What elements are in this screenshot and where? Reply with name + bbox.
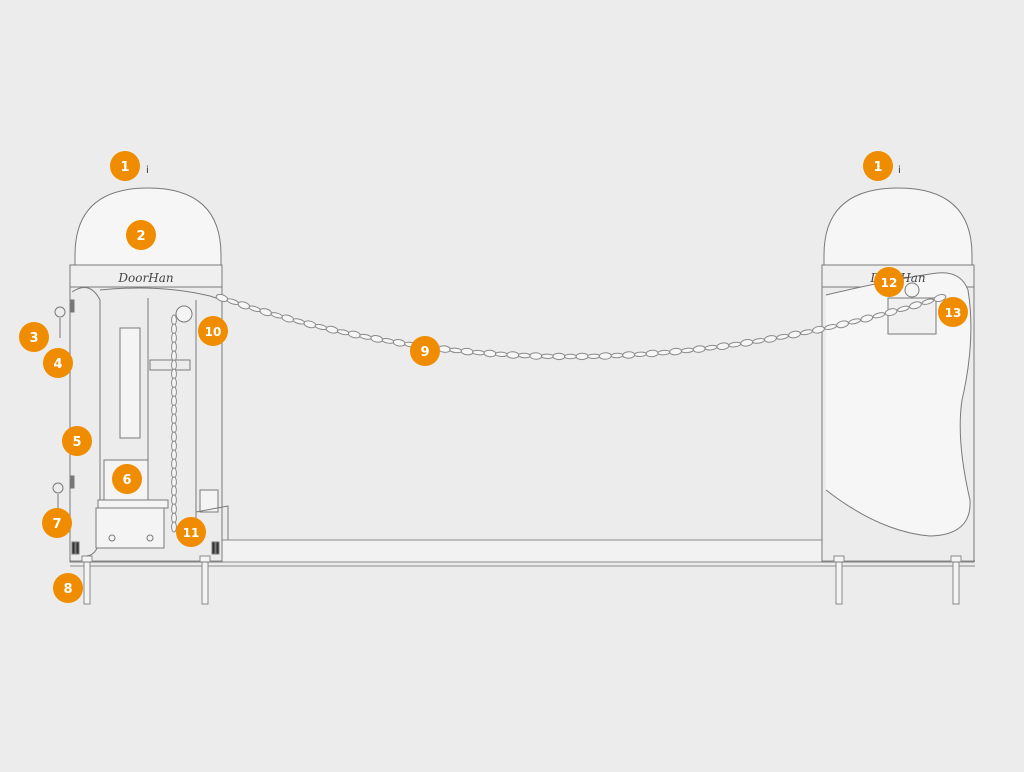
chain-link [860, 314, 874, 323]
chain-link [270, 312, 284, 319]
chain-link [692, 345, 706, 353]
chain-link [314, 323, 328, 331]
chain-link [359, 333, 373, 340]
chain-link [610, 352, 624, 359]
left-body [69, 286, 223, 563]
svg-text:i: i [898, 165, 901, 176]
callout-2: 2 [126, 220, 156, 250]
chain-link [215, 293, 229, 303]
chain-link [704, 344, 718, 351]
chain-link [752, 338, 766, 344]
chain-link [449, 347, 463, 354]
chain-link [392, 338, 406, 347]
chain-link [812, 325, 825, 334]
chain-link [517, 352, 531, 359]
chain-link [740, 339, 754, 347]
chain-link [564, 353, 577, 360]
chain-link [645, 349, 659, 358]
callout-6: 6 [112, 464, 142, 494]
chain-link [292, 318, 306, 325]
right-dome [823, 187, 973, 266]
chain-link [669, 347, 683, 356]
svg-text:i: i [146, 165, 149, 176]
chain-link [884, 308, 898, 317]
chain-link [896, 305, 910, 312]
chain-link [909, 301, 922, 310]
svg-text:4: 4 [53, 357, 62, 372]
svg-text:6: 6 [122, 473, 131, 488]
callout-1-left: 1 i [110, 151, 149, 181]
svg-text:1: 1 [873, 160, 882, 175]
svg-text:8: 8 [63, 582, 72, 597]
callout-1-right: 1 i [863, 151, 901, 181]
chain-link [171, 521, 177, 533]
chain-link [460, 347, 474, 356]
svg-text:3: 3 [29, 331, 38, 346]
chain-link [336, 329, 350, 336]
callout-5: 5 [62, 426, 92, 456]
chain-link [472, 349, 486, 356]
chain-link [716, 342, 730, 350]
chain-link [483, 349, 497, 358]
callout-8: 8 [53, 573, 83, 603]
chain-link [657, 349, 671, 356]
svg-text:13: 13 [945, 306, 962, 320]
chain-link [226, 298, 240, 306]
chain-link [237, 301, 251, 310]
chain-link [347, 330, 361, 339]
callouts: 1 i 1 i 2 3 4 5 6 7 [19, 151, 968, 603]
svg-text:1: 1 [120, 160, 129, 175]
chain-link [529, 352, 543, 360]
chain-link [800, 329, 813, 336]
chain-link [872, 312, 886, 319]
chain-link [921, 298, 935, 305]
chain-link [680, 347, 694, 354]
chain-link [259, 308, 273, 317]
brand-logo-left: DoorHan [117, 271, 173, 285]
chain-link [587, 353, 601, 360]
callout-9: 9 [410, 336, 440, 366]
chain-link [728, 341, 742, 348]
chain-link [248, 305, 262, 313]
chain-link [281, 314, 295, 323]
callout-13: 13 [938, 297, 968, 327]
chain-link [494, 351, 508, 358]
chain-link [764, 335, 777, 343]
chain-link [552, 352, 566, 361]
anchor-bolts [81, 555, 962, 605]
callout-3: 3 [19, 322, 49, 352]
svg-text:7: 7 [52, 517, 61, 532]
chain-link [788, 330, 801, 339]
chain-link [776, 333, 789, 340]
chain-link [933, 293, 947, 303]
svg-text:12: 12 [881, 276, 898, 290]
right-post [821, 187, 975, 563]
svg-text:11: 11 [183, 526, 200, 540]
chain-link [633, 351, 647, 358]
chain-link [303, 320, 317, 329]
svg-text:10: 10 [205, 325, 222, 339]
svg-text:2: 2 [136, 229, 145, 244]
chain-link [540, 353, 554, 360]
svg-text:9: 9 [420, 345, 429, 360]
callout-4: 4 [43, 348, 73, 378]
base-plate [70, 539, 975, 567]
chain-link [575, 352, 589, 361]
chain-link [325, 325, 339, 334]
chain-link [622, 351, 636, 359]
chain-link [381, 338, 395, 344]
callout-10: 10 [198, 316, 228, 346]
callout-7: 7 [42, 508, 72, 538]
chain-link [370, 335, 384, 343]
chain-link [598, 352, 612, 360]
callout-12: 12 [874, 267, 904, 297]
chain-link [506, 351, 520, 359]
svg-text:5: 5 [72, 435, 81, 450]
callout-11: 11 [176, 517, 206, 547]
